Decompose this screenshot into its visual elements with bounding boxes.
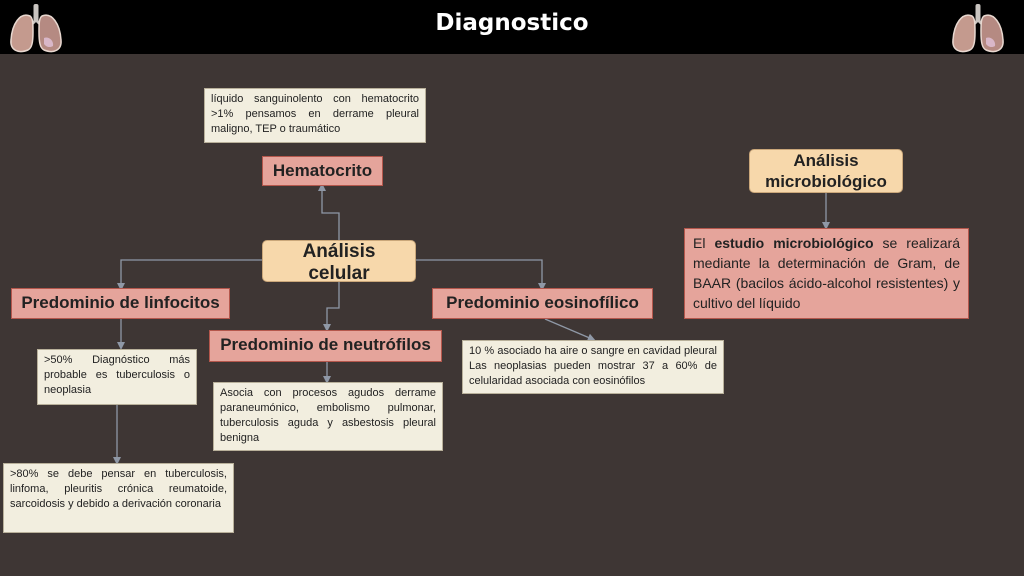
connector-to-neutrofilos [323, 282, 340, 332]
analisis-celular-line2: celular [308, 263, 370, 284]
hematocrito-box: Hematocrito [262, 156, 383, 186]
neutrofilos-box: Predominio de neutrófilos [209, 330, 442, 362]
title-bar [0, 0, 1024, 54]
linfocitos-note: >50% Diagnóstico más probable es tubercu… [37, 349, 197, 405]
analisis-celular-line1: Análisis [302, 241, 376, 262]
microbiologico-note: El estudio microbiológico se realizará m… [684, 228, 969, 319]
hematocrito-note: líquido sanguinolento con hematocrito >1… [204, 88, 426, 143]
microbiologico-line1: Análisis [793, 151, 859, 170]
connector-to-hematocrito [318, 183, 340, 240]
lungs-icon [10, 4, 62, 53]
lungs-icon [952, 4, 1004, 53]
eosinofilico-box: Predominio eosinofílico [432, 288, 653, 319]
eosinofilico-note: 10 % asociado ha aire o sangre en cavida… [462, 340, 724, 394]
page-title: Diagnostico [435, 10, 589, 36]
microbiologico-text-end: se realizará mediante la determinación d… [693, 235, 960, 311]
microbiologico-text-bold: estudio microbiológico [714, 235, 874, 251]
connector-eosinofilico-note [544, 318, 596, 342]
linfocitos-note-2: >80% se debe pensar en tuberculosis, lin… [3, 463, 234, 533]
microbiologico-box: Análisis microbiológico [749, 149, 903, 193]
connector-to-linfocitos [117, 259, 262, 291]
linfocitos-box: Predominio de linfocitos [11, 288, 230, 319]
analisis-celular-box: Análisis celular [262, 240, 416, 284]
microbiologico-text-start: El [693, 235, 715, 251]
connector-to-eosinofilico [416, 259, 546, 291]
microbiologico-line2: microbiológico [765, 172, 887, 191]
neutrofilos-note: Asocia con procesos agudos derrame paran… [213, 382, 443, 451]
